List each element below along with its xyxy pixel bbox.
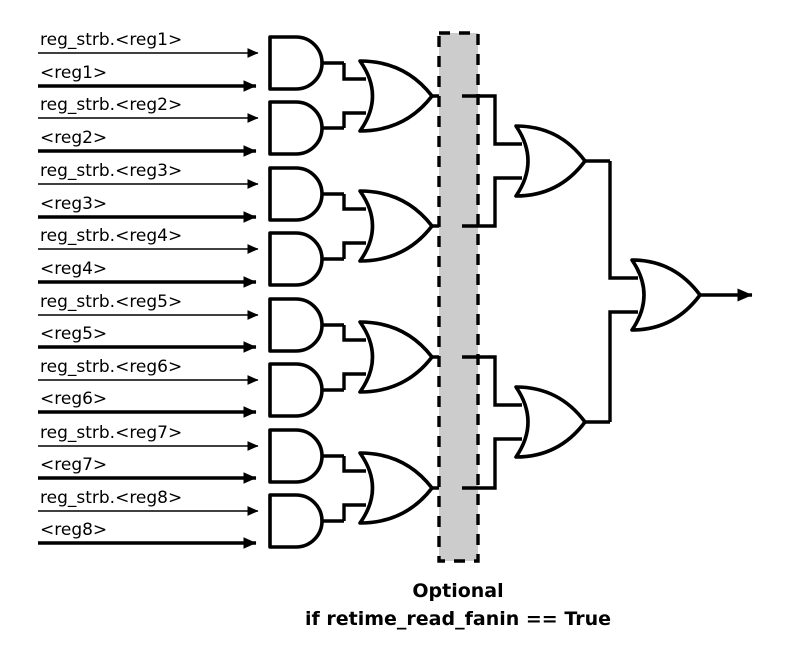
- connector-orL2upper-final: [608, 161, 638, 280]
- connector-and7-or4: [342, 456, 366, 473]
- optional-retime-region: [437, 31, 480, 563]
- connector-and3-or2: [342, 194, 366, 211]
- input-group-7: reg_strb.<reg7> <reg7>: [38, 423, 259, 484]
- data-label-2: <reg2>: [40, 128, 107, 148]
- strobe-label-6: reg_strb.<reg6>: [40, 357, 182, 377]
- strobe-label-7: reg_strb.<reg7>: [40, 423, 182, 443]
- connector-and5-or3: [342, 325, 366, 342]
- data-label-3: <reg3>: [40, 194, 107, 214]
- and-gate-3: [268, 166, 344, 222]
- strobe-label-1: reg_strb.<reg1>: [40, 30, 182, 50]
- strobe-label-5: reg_strb.<reg5>: [40, 292, 182, 312]
- caption-line-2: if retime_read_fanin == True: [305, 608, 611, 630]
- connector-or4-orL2lower: [462, 437, 522, 490]
- connector-or3-orL2lower: [462, 355, 522, 407]
- and-gate-6: [268, 362, 344, 418]
- or-gate-l1-4: [358, 451, 462, 525]
- input-group-2: reg_strb.<reg2> <reg2>: [38, 95, 259, 157]
- connector-orL2lower-final: [608, 310, 638, 422]
- or-gate-l2-lower: [514, 385, 610, 459]
- input-group-1: reg_strb.<reg1> <reg1>: [38, 30, 259, 92]
- and-gate-2: [268, 100, 344, 156]
- and-gate-8: [268, 493, 344, 549]
- input-group-3: reg_strb.<reg3> <reg3>: [38, 161, 259, 223]
- strobe-label-8: reg_strb.<reg8>: [40, 488, 182, 508]
- or-gate-l2-upper: [514, 124, 610, 198]
- strobe-label-3: reg_strb.<reg3>: [40, 161, 182, 181]
- data-label-4: <reg4>: [40, 259, 107, 279]
- and-gate-5: [268, 297, 344, 353]
- connector-and1-or1: [342, 63, 366, 81]
- connector-and8-or4: [342, 503, 366, 521]
- data-label-1: <reg1>: [40, 63, 107, 83]
- and-gate-7: [268, 428, 344, 484]
- data-label-8: <reg8>: [40, 520, 107, 540]
- strobe-label-2: reg_strb.<reg2>: [40, 95, 182, 115]
- data-label-6: <reg6>: [40, 389, 107, 409]
- data-label-5: <reg5>: [40, 324, 107, 344]
- input-group-8: reg_strb.<reg8> <reg8>: [38, 488, 259, 549]
- and-gate-1: [268, 35, 344, 91]
- connector-and6-or3: [342, 372, 366, 390]
- strobe-label-4: reg_strb.<reg4>: [40, 226, 182, 246]
- connector-and2-or1: [342, 111, 366, 128]
- connector-or2-orL2upper: [462, 176, 522, 228]
- data-label-7: <reg7>: [40, 455, 107, 475]
- or-gate-final: [630, 258, 702, 332]
- connector-and4-or2: [342, 241, 366, 259]
- connector-or1-orL2upper: [462, 94, 522, 146]
- input-group-5: reg_strb.<reg5> <reg5>: [38, 292, 259, 353]
- and-gate-4: [268, 231, 344, 287]
- caption-line-1: Optional: [412, 580, 503, 602]
- input-group-6: reg_strb.<reg6> <reg6>: [38, 357, 259, 418]
- input-group-4: reg_strb.<reg4> <reg4>: [38, 226, 259, 288]
